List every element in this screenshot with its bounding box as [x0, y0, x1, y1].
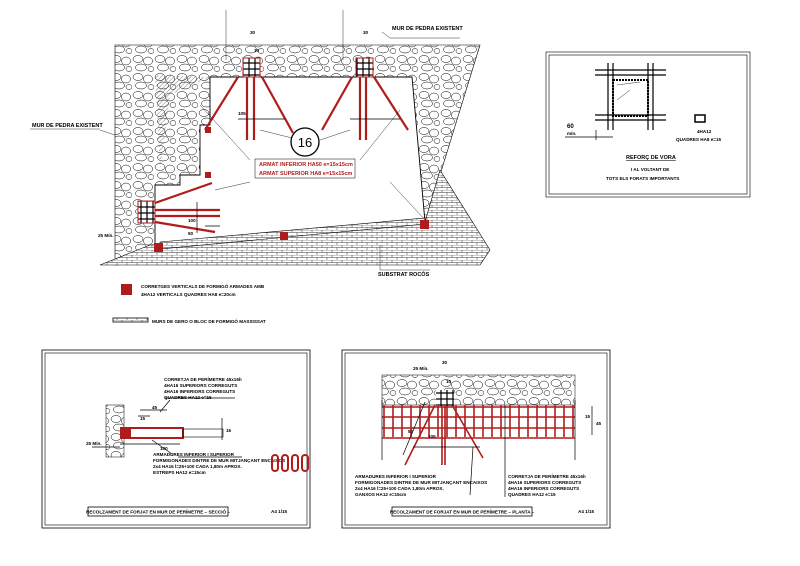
plan-anchor-line1: ARMADURES INFERIOR I SUPERIOR	[355, 474, 437, 479]
rebar-lines	[154, 76, 409, 234]
plan-beam-line2: 4HA16 SUPERIORS CORREGUTS	[508, 480, 581, 485]
stone-wall-plan	[381, 374, 576, 406]
main-section: 16 ARMAT INFERIOR HA50 e=15x15cm ARMAT S…	[30, 10, 491, 278]
edge-detail-title: REFORÇ DE VORA	[626, 155, 676, 161]
column-step	[205, 127, 211, 133]
bubble	[290, 127, 320, 157]
plan-dim-45: 45	[596, 421, 602, 426]
bubble-number: 16	[298, 135, 312, 150]
plan-beam-line1: CORRETJA DE PERÍMETRE 45x16h	[508, 472, 586, 479]
section-dim-15: 15	[140, 416, 146, 421]
plan-dim-15: 15	[585, 414, 591, 419]
section-dim-100: 100	[160, 446, 168, 451]
section-title: RECOLZAMENT DE FORJAT EN MUR DE PERÍMETR…	[86, 508, 230, 515]
substrate-label: SUBSTRAT ROCÓS	[378, 270, 430, 278]
section-dim-16: 16	[226, 428, 232, 433]
dim-10: 10	[254, 48, 260, 53]
edge-reinforcement-detail: 60 mín. 4HA12 QUADRES HA8 e=15 REFORÇ DE…	[545, 51, 751, 198]
column-corner-2	[280, 232, 288, 240]
section-dim-25min: 25 Mín.	[86, 441, 102, 446]
wall-label-top: MUR DE PEDRA EXISTENT	[392, 26, 463, 32]
section-dim-45: 45	[152, 405, 158, 410]
rebar-upper-label: ARMAT SUPERIOR HA8 e=15x15cm	[259, 171, 352, 177]
section-anchor-line1: ARMADURES INFERIOR I SUPERIOR	[153, 452, 235, 457]
dim-25min: 25 Mín.	[98, 233, 114, 238]
plan-detail: ARMADURES INFERIOR I SUPERIOR FORMIGONAD…	[341, 349, 611, 529]
section-detail: CORRETJA DE PERÍMETRE 45x16h 4HA16 SUPER…	[41, 349, 311, 529]
plan-dim-10: 10	[446, 379, 452, 384]
dim-30-left: 30	[250, 30, 256, 35]
column-plan	[436, 390, 454, 406]
plan-anchor-line3: 2x4 HA16 l=25+100 CADA 1,80m APROX.	[355, 486, 444, 491]
stirrups-label: QUADRES HA8 e=15	[676, 137, 722, 142]
slab-section	[182, 428, 224, 438]
plan-dim-105: 105	[428, 434, 436, 439]
plan-anchor-line4: GANXOS HA12 e=15cm	[355, 492, 406, 497]
column-left	[137, 200, 156, 224]
section-beam-line4: QUADRES HA12 e=15	[164, 395, 212, 400]
plan-dim-30: 30	[442, 360, 448, 365]
legend-column-line2: 4HA12 VERTICALS QUADRES HA8 e=20cm	[141, 292, 236, 297]
dim-50: 50	[188, 231, 194, 236]
plan-scale: A4 1/15	[578, 509, 595, 514]
plan-rebar-grid	[382, 404, 575, 466]
legend-column-line1: CORRETGES VERTICALS DE FORMIGÓ ARMADES A…	[141, 282, 265, 289]
column-top-right	[355, 57, 374, 78]
section-beam-line1: CORRETJA DE PERÍMETRE 45x16h	[164, 375, 242, 382]
column-corner-1	[154, 243, 163, 252]
legend: CORRETGES VERTICALS DE FORMIGÓ ARMADES A…	[112, 282, 266, 324]
plan-beam-line3: 4HA16 INFERIORS CORREGUTS	[508, 486, 579, 491]
dim-30-right: 30	[363, 30, 369, 35]
rebar-lower-label: ARMAT INFERIOR HA50 e=15x15cm	[259, 162, 353, 168]
hatched-fill	[155, 75, 210, 170]
legend-column-swatch	[121, 284, 132, 295]
section-beam-line3: 4HA16 INFERIORS CORREGUTS	[164, 389, 235, 394]
plan-dim-25min: 25 Mín.	[413, 366, 429, 371]
plan-dim-50: 50	[408, 429, 414, 434]
dim-60: 60	[567, 124, 574, 130]
edge-detail-line1: I AL VOLTANT DE	[631, 167, 669, 172]
dim-min: mín.	[567, 131, 576, 136]
legend-wall-label: MURS DE GERO O BLOC DE FORMIGÓ MASSISSAT	[152, 317, 266, 324]
section-beam-line2: 4HA16 SUPERIORS CORREGUTS	[164, 383, 237, 388]
column-top-left	[242, 57, 261, 78]
section-anchor-line3: 2x4 HA16 l=25+100 CADA 1,80m APROX.	[153, 464, 242, 469]
wall-label-left: MUR DE PEDRA EXISTENT	[32, 123, 103, 129]
stirrup-icons	[271, 454, 309, 472]
dim-105: 105	[238, 111, 246, 116]
plan-title: RECOLZAMENT DE FORJAT EN MUR DE PERÍMETR…	[390, 508, 535, 515]
dim-100: 100	[188, 218, 196, 223]
plan-anchor-line2: FORMIGONADES DINTRE DE MUR MITJANÇANT EN…	[355, 480, 487, 485]
edge-detail-line2: TOTS ELS FORATS IMPORTANTS	[606, 176, 680, 181]
column-corner-3	[420, 220, 429, 229]
legend-wall-swatch	[112, 317, 149, 323]
plan-beam-line4: QUADRES HA12 e=15	[508, 492, 556, 497]
bars-label: 4HA12	[697, 129, 712, 134]
rebar-label-box	[254, 158, 356, 179]
section-anchor-line4: ESTREPS HA12 e=15cm	[153, 470, 206, 475]
column-step-2	[205, 172, 211, 178]
section-anchor-line2: FORMIGONADES DINTRE DE MUR MITJANÇANT EN…	[153, 458, 285, 463]
section-scale: A4 1/15	[271, 509, 288, 514]
